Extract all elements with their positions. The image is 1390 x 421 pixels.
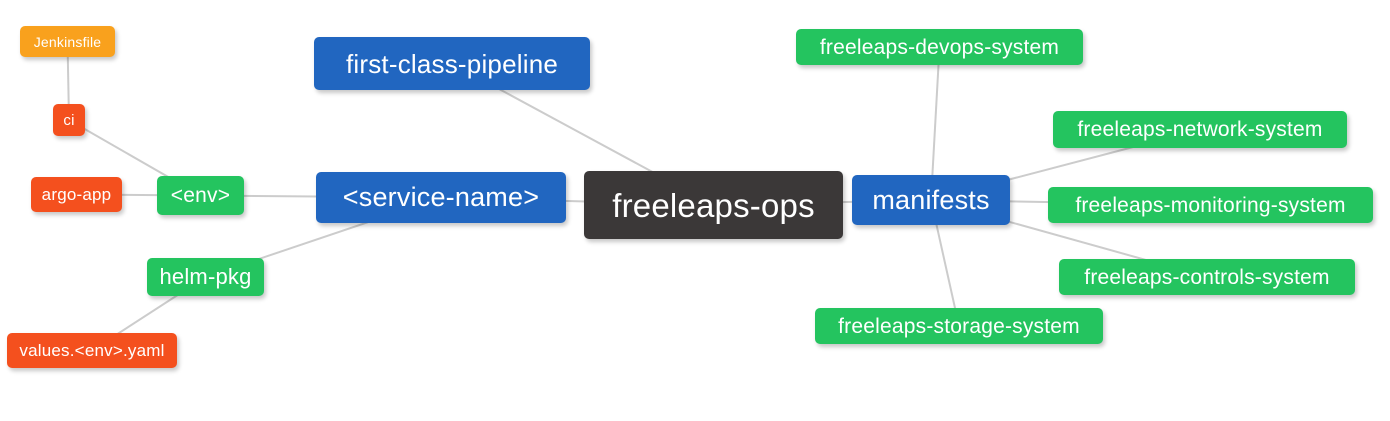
node-service-name[interactable]: <service-name> [316,172,566,223]
edge-manifests-devops-system [930,46,941,201]
node-first-class-pipeline[interactable]: first-class-pipeline [314,37,590,90]
node-argo-app[interactable]: argo-app [31,177,122,212]
node-controls-system[interactable]: freeleaps-controls-system [1059,259,1355,295]
node-devops-system[interactable]: freeleaps-devops-system [796,29,1083,65]
node-jenkinsfile[interactable]: Jenkinsfile [20,26,115,57]
node-env[interactable]: <env> [157,176,244,215]
node-network-system[interactable]: freeleaps-network-system [1053,111,1347,148]
node-storage-system[interactable]: freeleaps-storage-system [815,308,1103,344]
node-ci[interactable]: ci [53,104,85,136]
node-manifests[interactable]: manifests [852,175,1010,225]
node-freeleaps-ops[interactable]: freeleaps-ops [584,171,843,239]
node-helm-pkg[interactable]: helm-pkg [147,258,264,296]
node-monitoring-system[interactable]: freeleaps-monitoring-system [1048,187,1373,223]
node-values-env-yaml[interactable]: values.<env>.yaml [7,333,177,368]
